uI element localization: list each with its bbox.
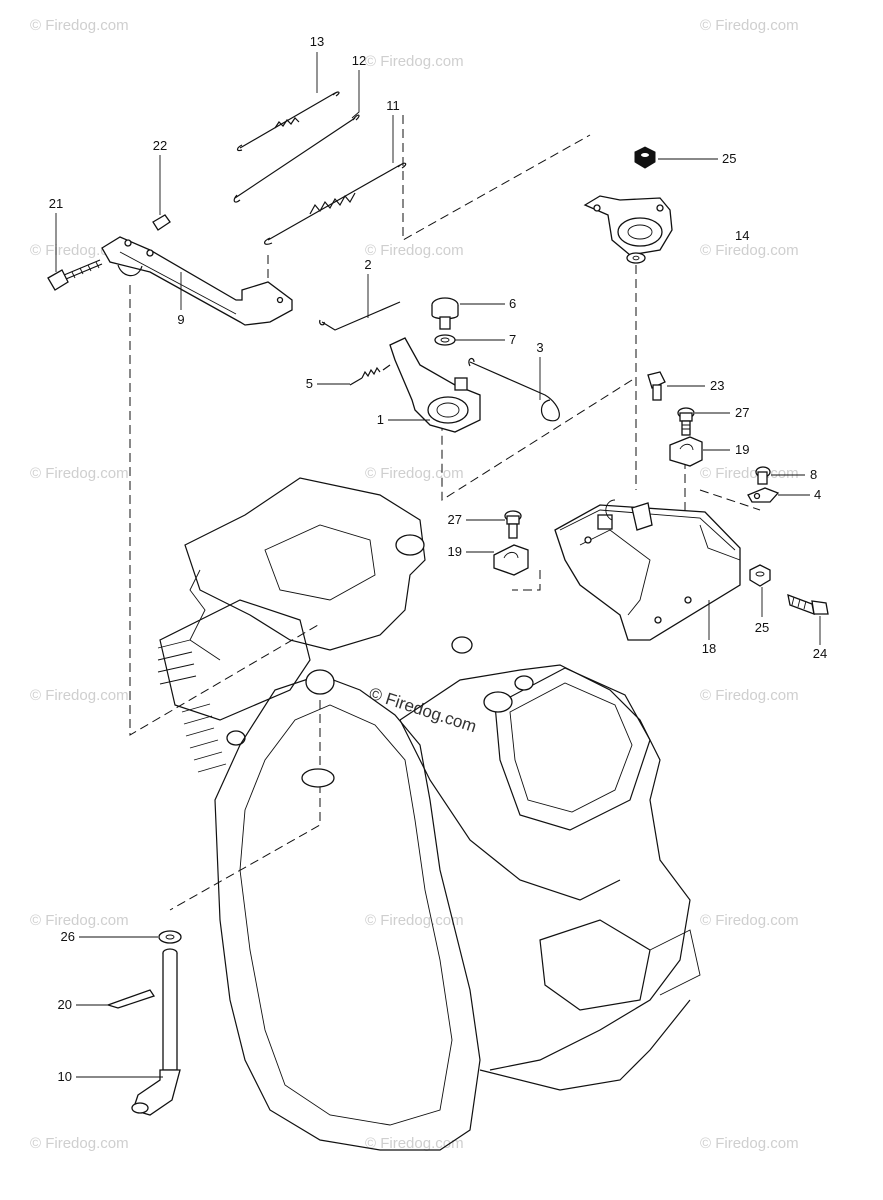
part-20-pin — [105, 989, 156, 1009]
engine-block — [157, 477, 701, 1151]
part-23-bolt — [647, 371, 666, 401]
part-25-nut-right — [749, 564, 771, 587]
watermark: © Firedog.com — [30, 465, 129, 482]
callout-6: 6 — [509, 296, 516, 311]
callout-19-left: 19 — [448, 544, 462, 559]
part-21-bolt — [47, 259, 103, 291]
watermark: © Firedog.com — [365, 242, 464, 259]
part-1-lever — [389, 337, 481, 433]
part-2-link — [319, 301, 401, 331]
callout-26: 26 — [61, 929, 75, 944]
callout-9: 9 — [177, 312, 184, 327]
watermark: © Firedog.com — [700, 242, 799, 259]
watermark: © Firedog.com — [365, 912, 464, 929]
callout-22: 22 — [153, 138, 167, 153]
callout-13: 13 — [310, 34, 324, 49]
part-25-nut-top — [634, 146, 656, 169]
part-9-lever — [101, 236, 293, 326]
part-7-washer — [434, 334, 456, 346]
part-27-bolt-right — [677, 407, 695, 436]
callout-5: 5 — [306, 376, 313, 391]
callout-labels: 13 12 11 22 21 9 2 3 6 7 5 1 25 14 23 27… — [49, 34, 827, 1084]
watermark: © Firedog.com — [30, 1135, 129, 1152]
callout-25-top: 25 — [722, 151, 736, 166]
watermark: © Firedog.com — [700, 912, 799, 929]
part-12-link — [233, 114, 360, 203]
callout-24: 24 — [813, 646, 827, 661]
callout-10: 10 — [58, 1069, 72, 1084]
part-24-bolt — [787, 593, 829, 616]
callout-20: 20 — [58, 997, 72, 1012]
cooling-fins — [157, 639, 227, 773]
callout-21: 21 — [49, 196, 63, 211]
part-19-clamp-left — [493, 544, 529, 576]
part-13-spring — [236, 91, 340, 152]
callout-27-left: 27 — [448, 512, 462, 527]
callout-27-right: 27 — [735, 405, 749, 420]
watermark: © Firedog.com — [700, 17, 799, 34]
watermark: © Firedog.com — [700, 1135, 799, 1152]
callout-7: 7 — [509, 332, 516, 347]
watermark: © Firedog.com — [30, 687, 129, 704]
callout-14: 14 — [735, 228, 749, 243]
watermark: © Firedog.com — [700, 465, 799, 482]
callout-23: 23 — [710, 378, 724, 393]
callout-8: 8 — [810, 467, 817, 482]
callout-3: 3 — [536, 340, 543, 355]
callout-4: 4 — [814, 487, 821, 502]
callout-18: 18 — [702, 641, 716, 656]
part-4-clip — [747, 487, 780, 503]
watermark: © Firedog.com — [30, 17, 129, 34]
part-3-spring — [468, 357, 560, 422]
callout-11: 11 — [386, 98, 400, 113]
watermark: © Firedog.com — [365, 1135, 464, 1152]
callout-1: 1 — [377, 412, 384, 427]
watermark: © Firedog.com — [30, 912, 129, 929]
part-19-clamp-right — [669, 436, 703, 467]
part-8-screw — [755, 466, 771, 485]
part-26-washer — [158, 930, 182, 944]
part-18-bracket — [554, 499, 741, 641]
watermark: © Firedog.com — [365, 465, 464, 482]
part-5-spring — [349, 364, 391, 386]
watermark: © Firedog.com — [700, 687, 799, 704]
watermark: © Firedog.com — [365, 53, 464, 70]
part-11-spring — [264, 162, 407, 245]
part-10-shaft — [131, 948, 181, 1116]
callout-2: 2 — [364, 257, 371, 272]
callout-25-right: 25 — [755, 620, 769, 635]
part-27-bolt-left — [504, 510, 522, 539]
part-22-nut — [152, 214, 171, 231]
part-14-assembly — [583, 195, 673, 264]
part-6-pin — [431, 297, 459, 330]
callout-12: 12 — [352, 53, 366, 68]
leader-lines — [55, 52, 821, 1078]
callout-19-right: 19 — [735, 442, 749, 457]
center-watermark: © Firedog.com — [367, 684, 479, 737]
assembly-guide-lines — [129, 115, 761, 911]
